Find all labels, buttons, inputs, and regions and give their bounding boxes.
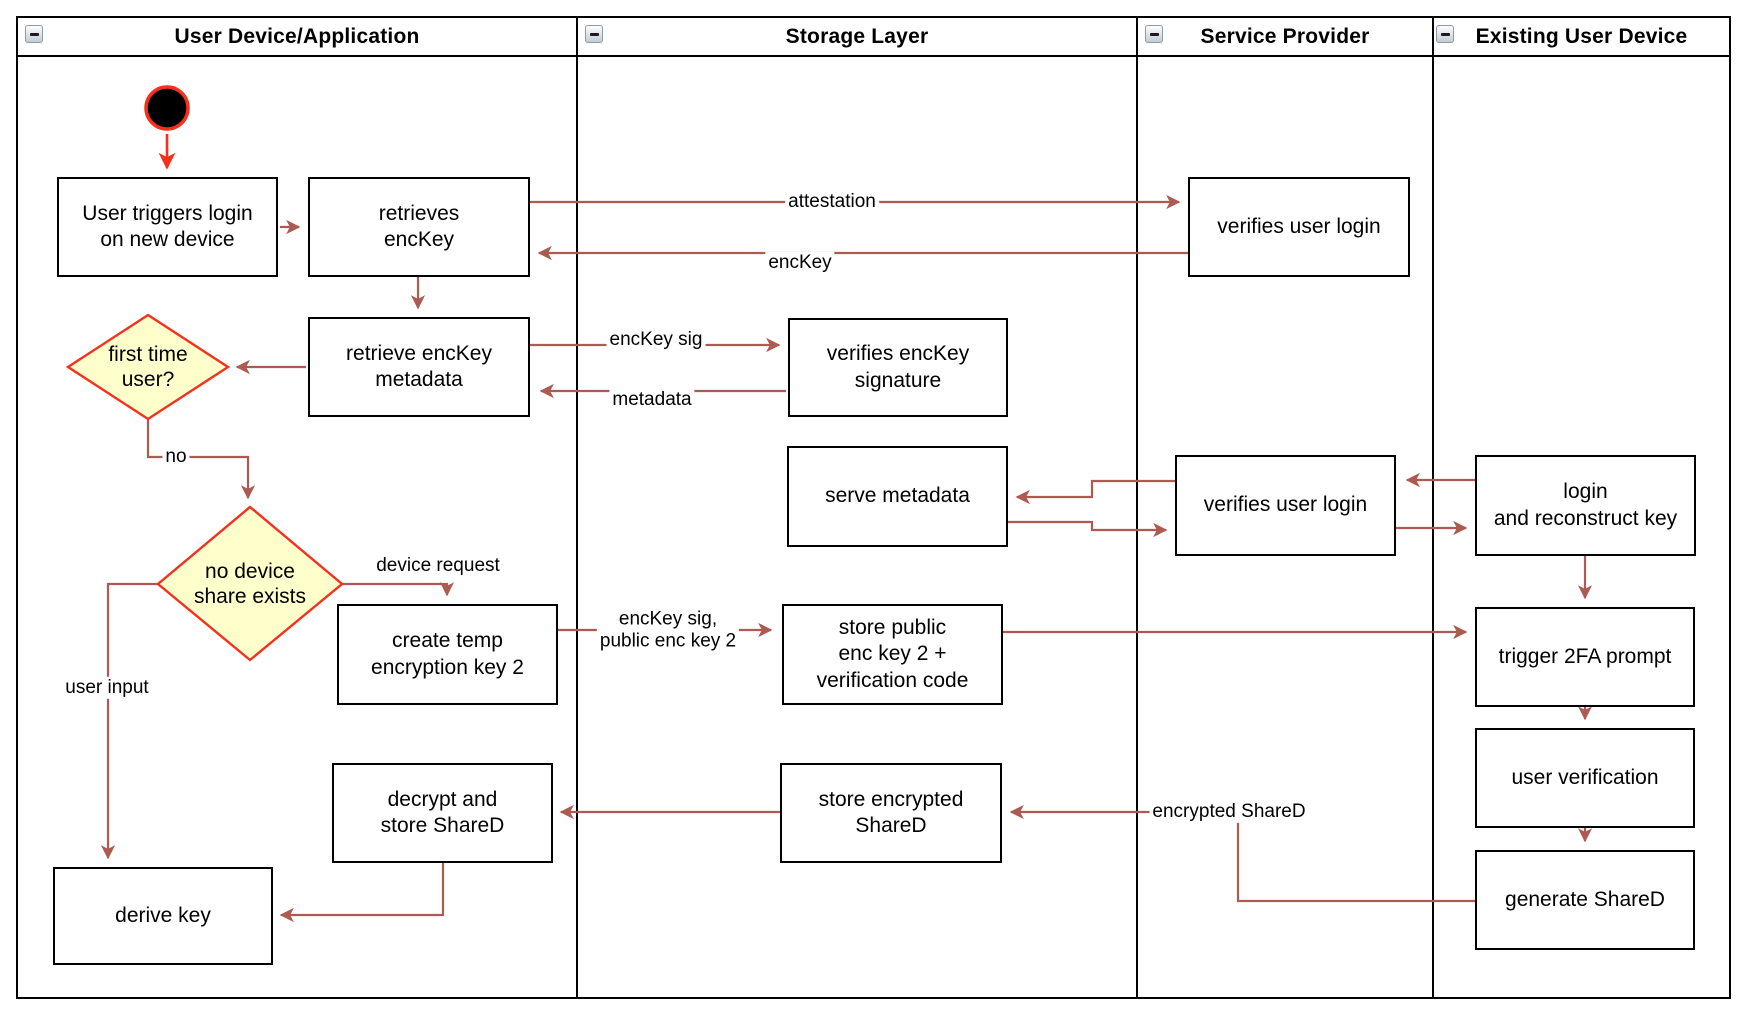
node-verifies-user-login-mid[interactable]: verifies user login — [1175, 455, 1396, 556]
node-verifies-user-login-top[interactable]: verifies user login — [1188, 177, 1410, 277]
edge-decrypt-to-derive — [279, 863, 445, 923]
edge-label-encrypted-shared: encrypted ShareD — [1149, 800, 1309, 824]
swimlane-frame — [16, 16, 1731, 999]
node-user-triggers-login[interactable]: User triggers login on new device — [57, 177, 278, 277]
lane-title: Existing User Device — [1475, 24, 1688, 48]
minus-dash — [1440, 32, 1450, 36]
node-verifies-enckey-signature[interactable]: verifies encKey signature — [788, 318, 1008, 417]
lane-title: Service Provider — [1200, 24, 1370, 48]
lane-header-service-provider[interactable]: Service Provider — [1137, 17, 1433, 56]
edge-no-branch — [146, 419, 256, 500]
node-login-reconstruct-key[interactable]: login and reconstruct key — [1475, 455, 1696, 556]
edge-encrypted-shared — [1009, 804, 1475, 903]
node-retrieves-enckey[interactable]: retrieves encKey — [308, 177, 530, 277]
minus-icon[interactable] — [585, 25, 603, 43]
edge-label-metadata: metadata — [609, 388, 695, 412]
edge-user-input — [100, 582, 158, 860]
minus-icon[interactable] — [1145, 25, 1163, 43]
lane-title: User Device/Application — [174, 24, 420, 48]
lane-header-storage-layer[interactable]: Storage Layer — [577, 17, 1137, 56]
edge-label-enckey-sig-public-key2: encKey sig, public enc key 2 — [596, 608, 740, 654]
lane-header-user-device[interactable]: User Device/Application — [17, 17, 577, 56]
node-derive-key[interactable]: derive key — [53, 867, 273, 965]
decision-first-time-user[interactable] — [65, 313, 231, 421]
edge-label-attestation: attestation — [785, 190, 879, 214]
node-trigger-2fa-prompt[interactable]: trigger 2FA prompt — [1475, 607, 1695, 707]
node-decrypt-store-shared[interactable]: decrypt and store ShareD — [332, 763, 553, 863]
edge-label-no: no — [162, 445, 190, 469]
edge-servemetadata-to-verifies — [1008, 520, 1168, 538]
minus-dash — [1149, 32, 1159, 36]
node-create-temp-key2[interactable]: create temp encryption key 2 — [337, 604, 558, 705]
edge-verifies-to-servemetadata — [1015, 479, 1175, 505]
lane-header-existing-user-device[interactable]: Existing User Device — [1433, 17, 1730, 56]
minus-dash — [589, 32, 599, 36]
minus-icon[interactable] — [25, 25, 43, 43]
edge-label-user-input: user input — [62, 676, 152, 700]
lane-title: Storage Layer — [785, 24, 929, 48]
edge-device-request — [342, 582, 455, 597]
node-store-public-enc-key2[interactable]: store public enc key 2 + verification co… — [782, 604, 1003, 705]
node-store-encrypted-shared[interactable]: store encrypted ShareD — [780, 763, 1002, 863]
decision-no-device-share[interactable] — [156, 505, 344, 662]
node-user-verification[interactable]: user verification — [1475, 728, 1695, 828]
node-retrieve-enckey-metadata[interactable]: retrieve encKey metadata — [308, 317, 530, 417]
start-node[interactable] — [144, 85, 190, 131]
edge-label-enckey-sig: encKey sig — [606, 328, 706, 352]
edge-label-device-request: device request — [373, 554, 503, 578]
minus-icon[interactable] — [1436, 25, 1454, 43]
node-generate-shared[interactable]: generate ShareD — [1475, 850, 1695, 950]
minus-dash — [29, 32, 39, 36]
edge-label-enckey: encKey — [765, 251, 835, 275]
node-serve-metadata[interactable]: serve metadata — [787, 446, 1008, 547]
